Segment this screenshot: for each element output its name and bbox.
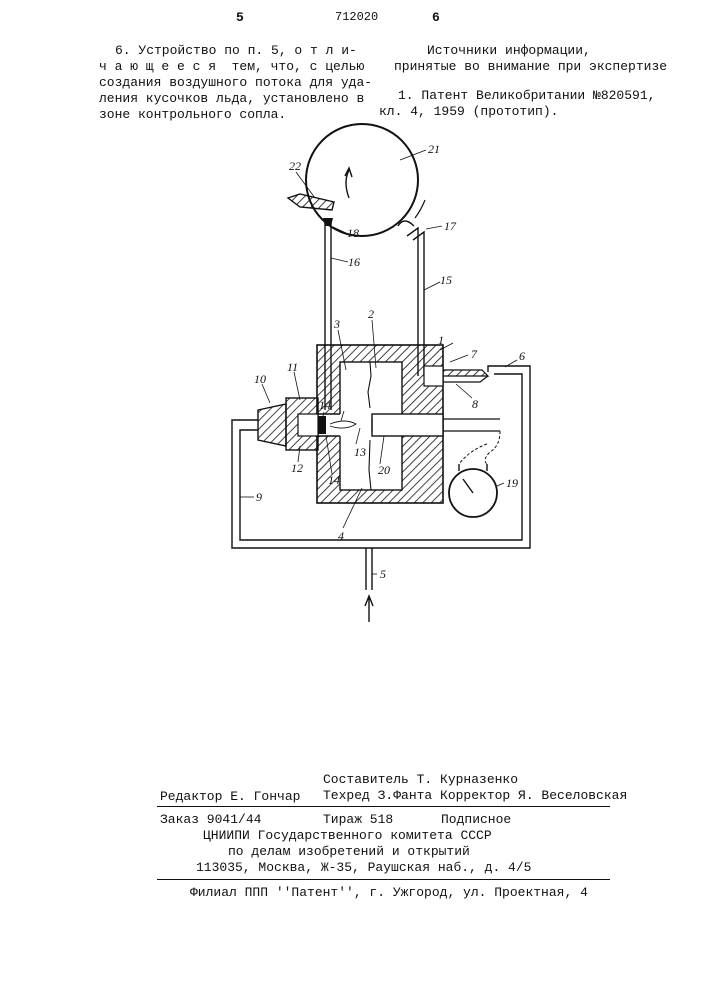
- pipe-7: [443, 370, 488, 376]
- inlet-arrow: [365, 596, 373, 622]
- figure-label: 5: [380, 567, 386, 581]
- figure-label: 9: [256, 490, 262, 504]
- circulation-line: Тираж 518: [323, 812, 393, 828]
- figure-label: 20: [378, 463, 390, 477]
- fitting-10-11-12: [258, 398, 326, 450]
- pipe-8: [443, 376, 488, 382]
- figure-label: 12: [291, 461, 303, 475]
- figure-label: 13: [354, 445, 366, 459]
- scraper-22: [288, 194, 334, 210]
- branch-line: Филиал ППП ''Патент'', г. Ужгород, ул. П…: [190, 885, 588, 901]
- compiler-line: Составитель Т. Курназенко: [323, 772, 518, 788]
- figure-label: 1: [438, 333, 444, 347]
- figure-label: 11: [287, 360, 298, 374]
- device-drawing: 1 2 3 4 5 6 7 8 9 10 11 12 13 14 14 15 1…: [0, 0, 707, 700]
- org-line-1: ЦНИИПИ Государственного комитета СССР: [203, 828, 492, 844]
- figure-label: 21: [428, 142, 440, 156]
- footer-rule: [157, 879, 610, 880]
- figure-label: 17: [444, 219, 457, 233]
- figure-label: 4: [338, 529, 344, 543]
- figure-label: 2: [368, 307, 374, 321]
- figure-label: 8: [472, 397, 478, 411]
- address-line: 113035, Москва, Ж-35, Раушская наб., д. …: [196, 860, 531, 876]
- figure-label: 19: [506, 476, 518, 490]
- rod-20: [372, 414, 443, 436]
- figure-label: 6: [519, 349, 525, 363]
- footer-rule: [157, 806, 610, 807]
- org-line-2: по делам изобретений и открытий: [228, 844, 470, 860]
- figure-label: 22: [289, 159, 301, 173]
- techred-line: Техред З.Фанта Корректор Я. Веселовская: [323, 788, 627, 804]
- order-line: Заказ 9041/44: [160, 812, 261, 828]
- figure-label: 14: [328, 473, 340, 487]
- figure-label: 10: [254, 372, 266, 386]
- figure-label: 14: [319, 398, 331, 412]
- figure-label: 7: [471, 347, 478, 361]
- subscription-line: Подписное: [441, 812, 511, 828]
- drum-21: [306, 124, 418, 236]
- figure-label: 15: [440, 273, 452, 287]
- figure-label: 18: [347, 226, 359, 240]
- figure-label: 16: [348, 255, 360, 269]
- figure-label: 3: [333, 317, 340, 331]
- editor-line: Редактор Е. Гончар: [160, 789, 300, 805]
